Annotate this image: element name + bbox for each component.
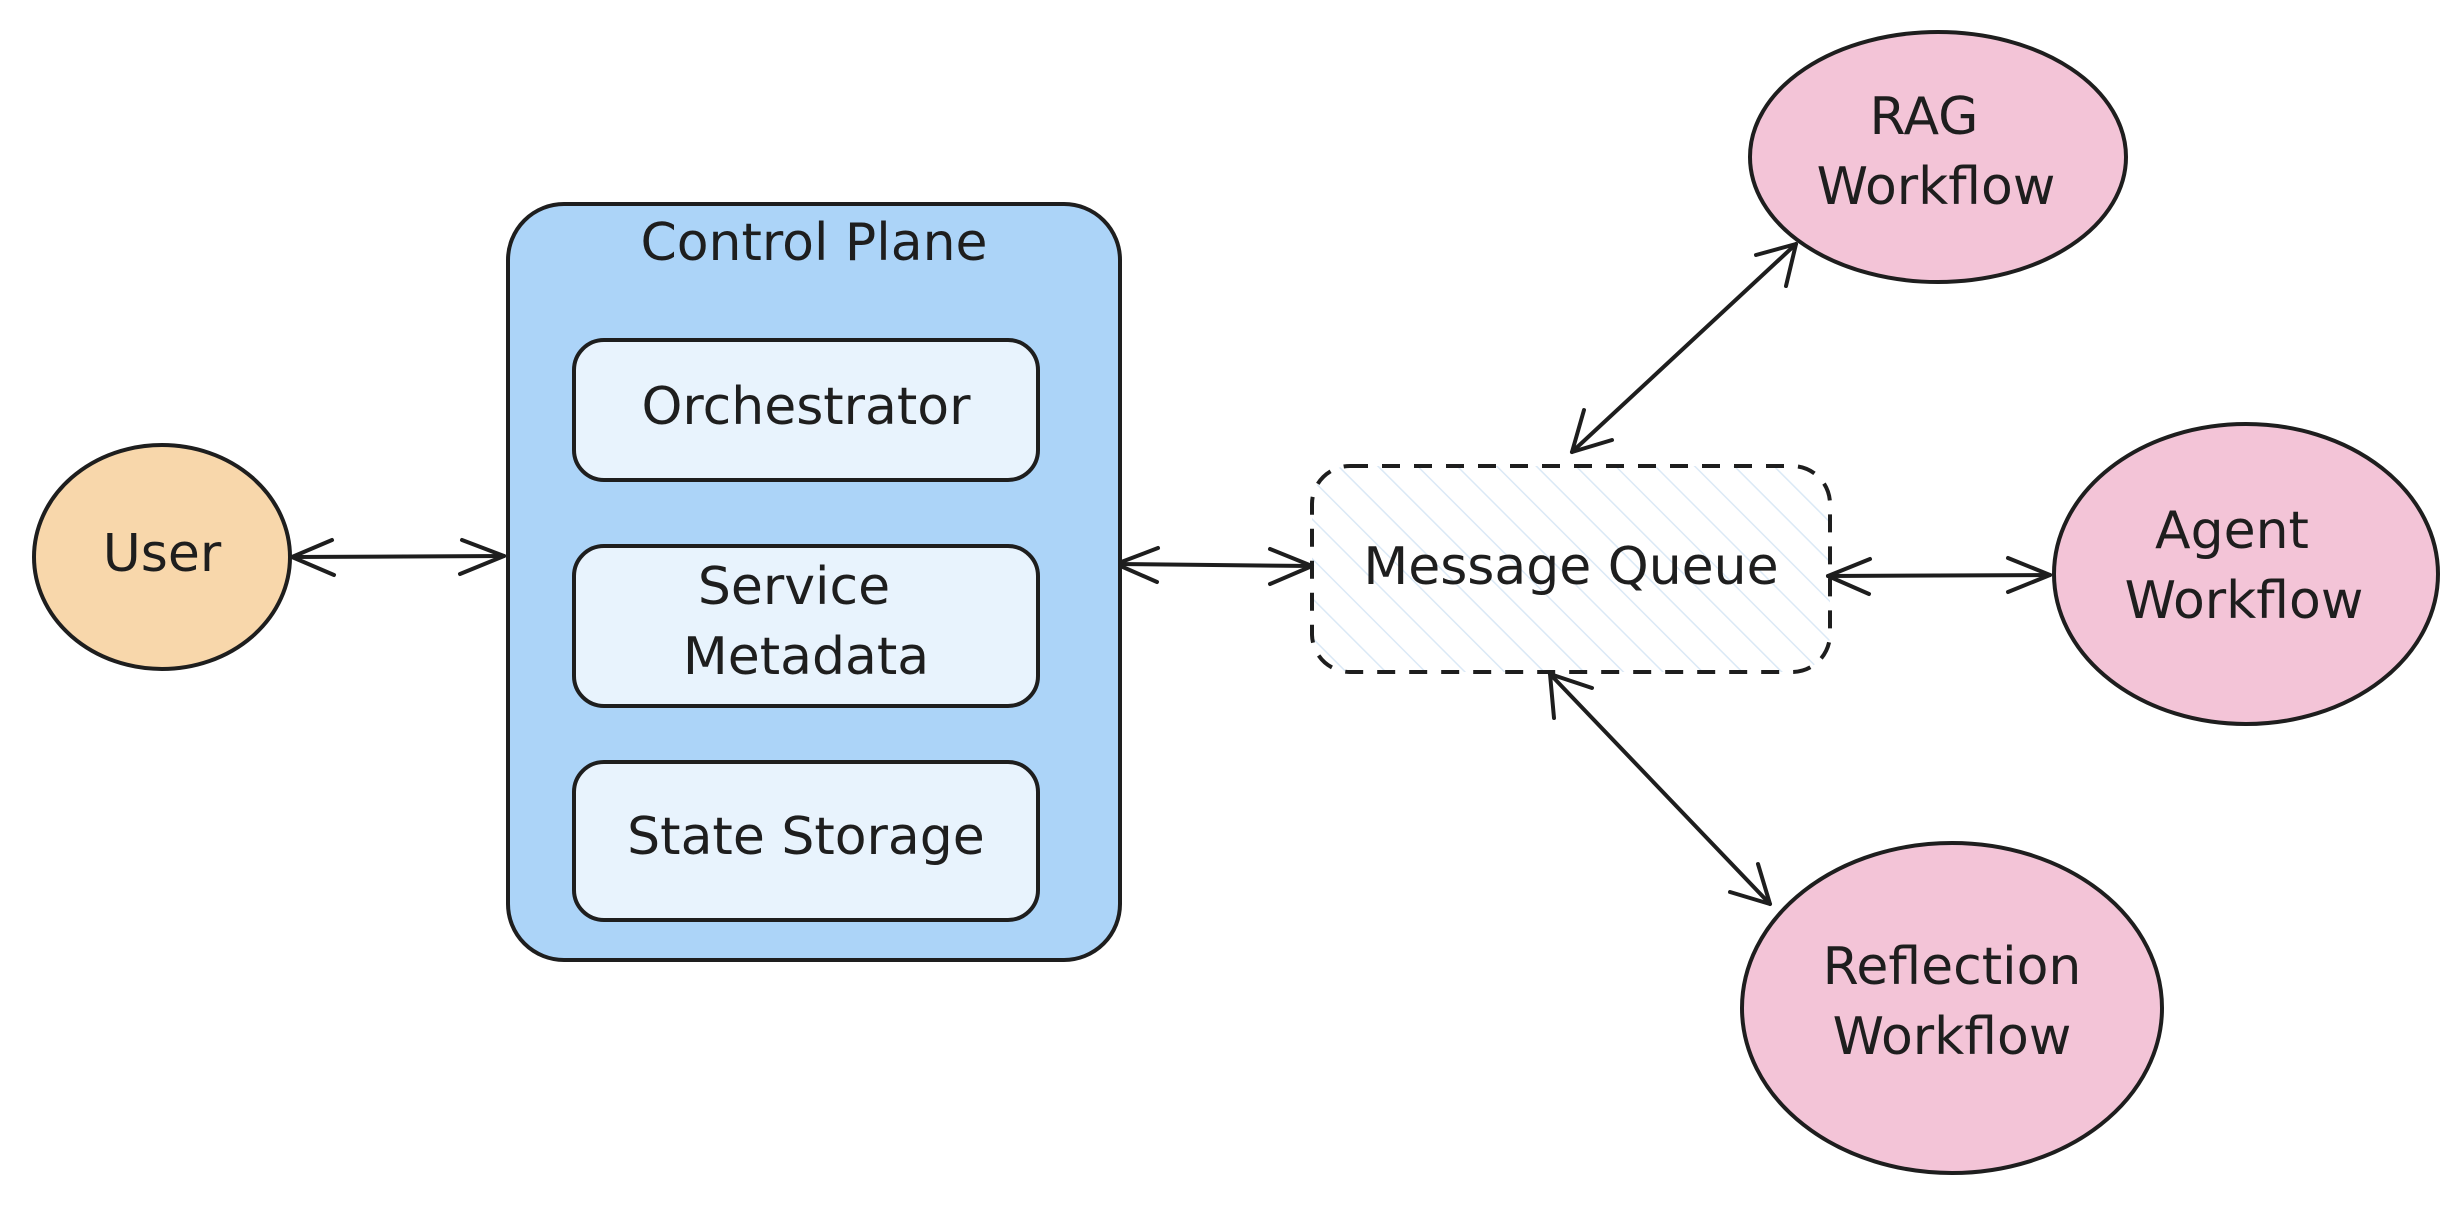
rag-workflow-label-line2: Workflow [1817,157,2056,217]
edge-queue-reflection-workflow [1548,672,1772,906]
reflection-workflow-label-line1: Reflection [1823,937,2082,997]
edge-user-control-plane [290,538,506,577]
service-metadata-label-line1: Service [698,557,890,617]
service-metadata-component: Service Metadata [572,544,1040,708]
reflection-workflow-node: Reflection Workflow [1740,841,2164,1175]
orchestrator-label: Orchestrator [641,377,971,437]
user-node: User [32,443,292,671]
state-storage-component: State Storage [572,760,1040,922]
service-metadata-label-line2: Metadata [683,627,929,687]
edge-queue-rag-workflow [1570,242,1798,454]
edge-queue-agent-workflow [1826,556,2052,596]
user-label: User [103,524,222,584]
message-queue-label: Message Queue [1363,537,1778,597]
message-queue-node: Message Queue [1310,464,1832,674]
control-plane-title: Control Plane [640,213,987,273]
agent-workflow-node: Agent Workflow [2052,422,2440,726]
orchestrator-component: Orchestrator [572,338,1040,482]
state-storage-label: State Storage [627,807,985,867]
rag-workflow-node: RAG Workflow [1748,30,2128,284]
rag-workflow-label-line1: RAG [1870,87,1979,147]
reflection-workflow-label-line2: Workflow [1833,1007,2072,1067]
edge-control-plane-message-queue [1114,546,1314,586]
agent-workflow-label-line2: Workflow [2125,571,2364,631]
agent-workflow-label-line1: Agent [2155,501,2309,561]
control-plane-node: Control Plane Orchestrator Service Metad… [506,202,1122,962]
